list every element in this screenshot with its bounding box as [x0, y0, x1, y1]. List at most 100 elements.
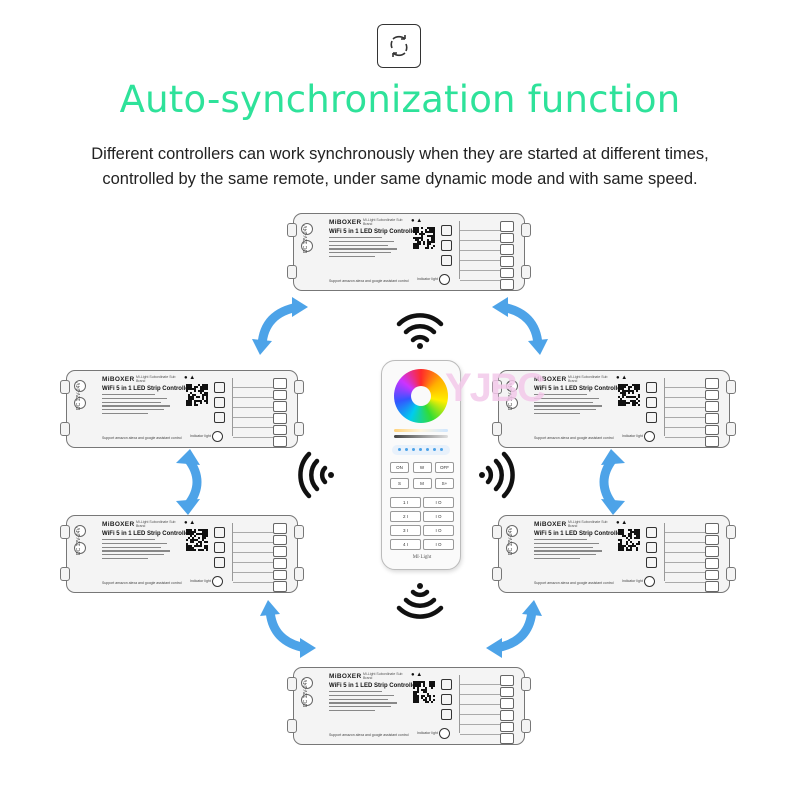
zone-4-on: 4 I [390, 539, 421, 550]
wifi-signal-left-icon [298, 451, 334, 499]
remote-button-row-1: ON W OFF [390, 462, 454, 473]
certification-icons [214, 382, 228, 427]
controller-title: WiFi 5 in 1 LED Strip Controller [102, 531, 191, 537]
screw-terminals [273, 523, 289, 593]
remote-button-row-2: S M S+ [390, 478, 454, 489]
platform-icons: ● ▲ [184, 375, 196, 381]
qr-code-icon [413, 681, 435, 703]
remote-m-button: M [412, 478, 432, 489]
remote-zone-1: 1 I I O [390, 497, 454, 508]
footer-text: Support amazon alexa and google assistan… [329, 279, 409, 283]
controller-title: WiFi 5 in 1 LED Strip Controller [534, 531, 623, 537]
brand-logo: MiBOXER [102, 376, 135, 383]
refresh-arrows-icon [390, 35, 408, 57]
remote-splus-button: S+ [435, 478, 454, 489]
set-button [439, 274, 450, 285]
side-label: DC 12V-24V [76, 382, 82, 410]
sub-brand: Mi-Light Subordinate Sub Brand [568, 375, 608, 383]
remote-w-button: W [412, 462, 432, 473]
spec-lines [102, 394, 178, 417]
qr-code [186, 529, 208, 551]
brand-logo: MiBOXER [534, 521, 567, 528]
terminal-labels [459, 221, 500, 281]
power-jacks [301, 223, 323, 257]
remote-control: ON W OFF S M S+ 1 I I O 2 I I O 3 I I O … [381, 360, 461, 570]
certification-icons [646, 382, 660, 427]
zone-1-on: 1 I [390, 497, 421, 508]
qr-code-icon [186, 384, 208, 406]
spec-lines [534, 394, 610, 417]
wifi-signal-down-icon [396, 583, 444, 619]
side-label: DC 12V-24V [303, 679, 309, 707]
zone-3-off: I O [423, 525, 454, 536]
qr-code-icon [618, 529, 640, 551]
remote-s-button: S [390, 478, 409, 489]
screw-terminals [500, 675, 516, 745]
qr-code-icon [618, 384, 640, 406]
power-jacks [506, 525, 528, 559]
headline: Auto-synchronization function [119, 78, 681, 121]
side-label: DC 12V-24V [303, 225, 309, 253]
sub-brand: Mi-Light Subordinate Sub Brand [363, 218, 403, 226]
description-line-2: controlled by the same remote, under sam… [102, 170, 698, 188]
platform-icons: ● ▲ [616, 520, 628, 526]
sync-arrow-top-left-icon [252, 297, 308, 355]
remote-off-button: OFF [435, 462, 454, 473]
certification-icons [214, 527, 228, 572]
qr-code-icon [186, 529, 208, 551]
terminal-labels [459, 675, 500, 735]
set-button [212, 576, 223, 587]
brightness-slider [394, 435, 448, 438]
spec-lines [534, 539, 610, 562]
set-button [644, 576, 655, 587]
footer-text: Support amazon alexa and google assistan… [102, 581, 182, 585]
white-temperature-slider [394, 429, 448, 432]
sync-arrow-right-icon [599, 449, 625, 515]
brand-logo: MiBOXER [534, 376, 567, 383]
sub-brand: Mi-Light Subordinate Sub Brand [136, 520, 176, 528]
indicator-light-label: Indicator light [417, 277, 438, 281]
indicator-light-label: Indicator light [417, 731, 438, 735]
certification-icons [646, 527, 660, 572]
platform-icons: ● ▲ [411, 218, 423, 224]
platform-icons: ● ▲ [411, 672, 423, 678]
zone-4-off: I O [423, 539, 454, 550]
wifi-signal-right-icon [479, 451, 515, 499]
sync-arrow-bottom-left-icon [260, 600, 316, 658]
zone-1-off: I O [423, 497, 454, 508]
platform-icons: ● ▲ [184, 520, 196, 526]
certification-icons [441, 679, 455, 724]
remote-on-button: ON [390, 462, 409, 473]
power-jacks [74, 380, 96, 414]
speed-indicator [392, 445, 450, 455]
indicator-light-label: Indicator light [190, 434, 211, 438]
certification-icons [441, 225, 455, 270]
screw-terminals [500, 221, 516, 291]
footer-text: Support amazon alexa and google assistan… [329, 733, 409, 737]
screw-terminals [705, 523, 721, 593]
terminal-labels [232, 378, 273, 438]
footer-text: Support amazon alexa and google assistan… [534, 436, 614, 440]
spec-lines [329, 237, 405, 260]
set-button [212, 431, 223, 442]
side-label: DC 12V-24V [76, 527, 82, 555]
zone-3-on: 3 I [390, 525, 421, 536]
terminal-labels [664, 378, 705, 438]
platform-icons: ● ▲ [616, 375, 628, 381]
qr-code-icon [413, 227, 435, 249]
terminal-labels [232, 523, 273, 583]
qr-code [413, 227, 435, 249]
sub-brand: Mi-Light Subordinate Sub Brand [136, 375, 176, 383]
spec-lines [102, 539, 178, 562]
spec-lines [329, 691, 405, 714]
controller-title: WiFi 5 in 1 LED Strip Controller [329, 683, 418, 689]
terminal-labels [664, 523, 705, 583]
controller-title: WiFi 5 in 1 LED Strip Controller [329, 229, 418, 235]
sync-arrow-left-icon [176, 449, 202, 515]
sub-brand: Mi-Light Subordinate Sub Brand [568, 520, 608, 528]
